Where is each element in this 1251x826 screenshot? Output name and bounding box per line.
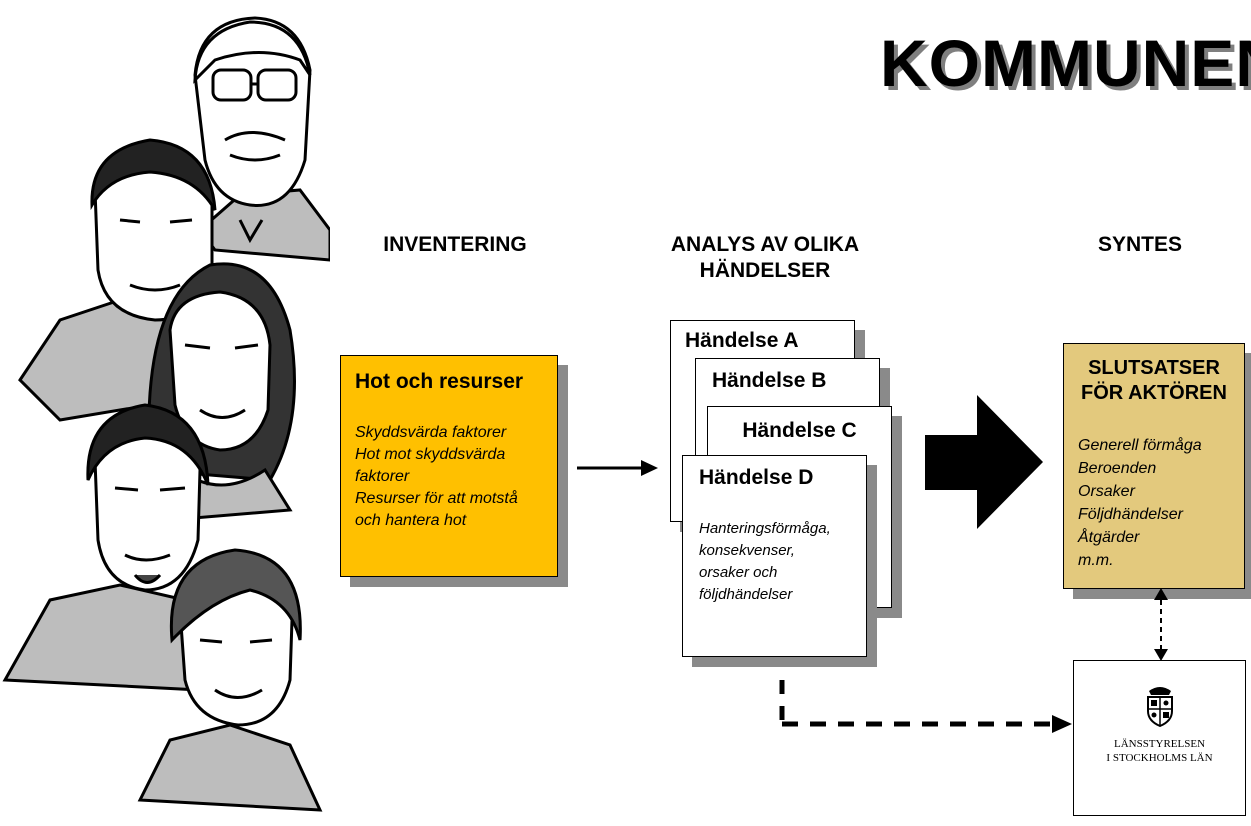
- slutsatser-title: SLUTSATSER FÖR AKTÖREN: [1078, 356, 1230, 406]
- card-d-item: orsaker och: [699, 564, 778, 581]
- card-d-item: Hanteringsförmåga,: [699, 520, 831, 537]
- slutsatser-title-line2: FÖR AKTÖREN: [1081, 382, 1227, 404]
- coat-of-arms-icon: [1147, 687, 1173, 727]
- hot-box-item: och hantera hot: [355, 512, 467, 529]
- slutsatser-title-line1: SLUTSATSER: [1088, 357, 1220, 379]
- card-a-title: Händelse A: [685, 329, 799, 352]
- dashed-arrow-to-lansstyrelsen: [779, 680, 1072, 733]
- slutsatser-item: Generell förmåga: [1078, 437, 1202, 454]
- heading-syntes: SYNTES: [1097, 233, 1183, 256]
- hot-box-item: faktorer: [355, 468, 410, 485]
- logo-line2: I STOCKHOLMS LÄN: [1106, 752, 1213, 764]
- heading-analys: ANALYS AV OLIKA HÄNDELSER: [660, 232, 870, 284]
- card-b-title: Händelse B: [712, 369, 827, 392]
- slutsatser-item: m.m.: [1078, 552, 1114, 569]
- slutsatser-item: Åtgärder: [1078, 529, 1140, 546]
- hot-box-item: Hot mot skyddsvärda: [355, 446, 506, 463]
- card-d-item: konsekvenser,: [699, 542, 795, 559]
- arrow-to-analys: [577, 460, 658, 476]
- card-handelse-d: Händelse D Hanteringsförmåga, konsekvens…: [682, 455, 867, 657]
- card-d-item: följdhändelser: [699, 586, 793, 603]
- hot-box-title: Hot och resurser: [355, 370, 524, 393]
- hot-box-item: Resurser för att motstå: [355, 490, 518, 507]
- person-old-man: [193, 16, 330, 262]
- lansstyrelsen-logo-box: LÄNSSTYRELSEN I STOCKHOLMS LÄN: [1073, 660, 1246, 816]
- slutsatser-item: Beroenden: [1078, 460, 1157, 477]
- slutsatser-item: Orsaker: [1078, 483, 1135, 500]
- slutsatser-item: Följdhändelser: [1078, 506, 1183, 523]
- people-illustration: [2, 16, 330, 812]
- person-man-2: [2, 403, 210, 692]
- big-arrow-to-syntes: [925, 395, 1043, 529]
- person-woman-2: [137, 548, 323, 812]
- heading-analys-line1: ANALYS AV OLIKA: [670, 233, 860, 256]
- card-c-title: Händelse C: [742, 419, 857, 442]
- hot-och-resurser-box: Hot och resurser Skyddsvärda faktorer Ho…: [340, 355, 558, 577]
- dashed-double-arrow: [1154, 588, 1168, 661]
- hot-box-item: Skyddsvärda faktorer: [355, 424, 507, 441]
- card-d-title: Händelse D: [699, 466, 814, 489]
- heading-inventering: INVENTERING: [383, 233, 527, 256]
- heading-analys-line2: HÄNDELSER: [699, 259, 831, 282]
- page-title: KOMMUNEN: [880, 26, 1251, 100]
- logo-line1: LÄNSSTYRELSEN: [1113, 738, 1206, 750]
- slutsatser-box: SLUTSATSER FÖR AKTÖREN Generell förmåga …: [1063, 343, 1245, 589]
- person-man-1: [18, 138, 217, 422]
